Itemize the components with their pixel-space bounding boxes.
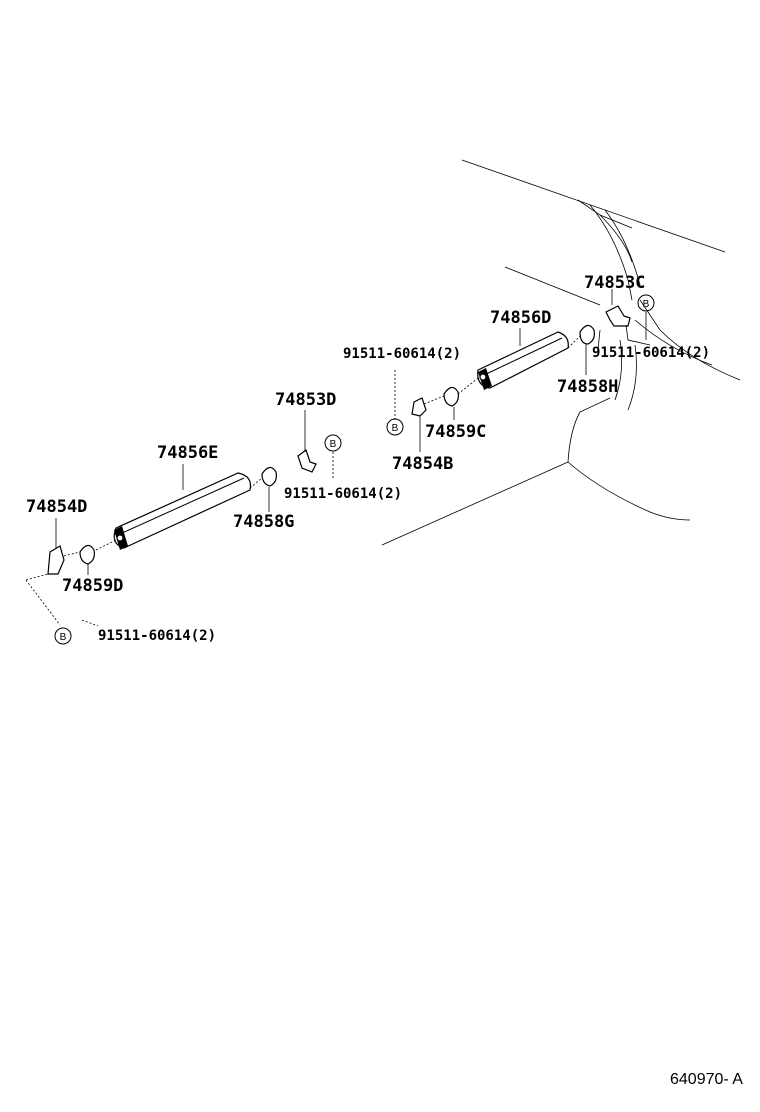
molding-74856E [113, 472, 252, 550]
bolt-label-right: 91511-60614(2) [592, 345, 710, 361]
bolt-label-left: 91511-60614(2) [98, 628, 216, 644]
cap-74859D [79, 544, 95, 565]
clip-74853C [605, 305, 631, 327]
label-74858H: 74858H [557, 377, 618, 397]
connection-lines [25, 335, 581, 627]
diagram-reference-code: 640970- A [670, 1071, 743, 1088]
molding-74856D [477, 331, 569, 390]
bolt-label-mid-top: 91511-60614(2) [343, 346, 461, 362]
cap-74858G [261, 466, 277, 487]
label-74858G: 74858G [233, 512, 294, 532]
svg-text:B: B [392, 423, 399, 434]
bolt-label-mid: 91511-60614(2) [284, 486, 402, 502]
vehicle-body-outline [381, 159, 741, 546]
svg-text:B: B [60, 632, 67, 643]
clip-74853D [297, 449, 317, 473]
label-74859D: 74859D [62, 576, 123, 596]
bracket-74854B [411, 397, 427, 417]
bolt-symbol-right: B [637, 294, 655, 312]
label-74856D: 74856D [490, 308, 551, 328]
cap-74859C [443, 386, 459, 407]
bracket-74854D [47, 545, 65, 575]
leader-lines [55, 289, 651, 575]
label-74859C: 74859C [425, 422, 486, 442]
label-74854D: 74854D [26, 497, 87, 517]
svg-text:B: B [330, 439, 337, 450]
label-74856E: 74856E [157, 443, 218, 463]
label-74853D: 74853D [275, 390, 336, 410]
cap-74858H [579, 324, 595, 345]
bolt-symbol-left: B [54, 627, 72, 645]
bolt-symbol-mid-top: B [386, 418, 404, 436]
label-74854B: 74854B [392, 454, 453, 474]
bolt-symbol-mid: B [324, 434, 342, 452]
label-74853C: 74853C [584, 273, 645, 293]
svg-text:B: B [643, 299, 650, 310]
